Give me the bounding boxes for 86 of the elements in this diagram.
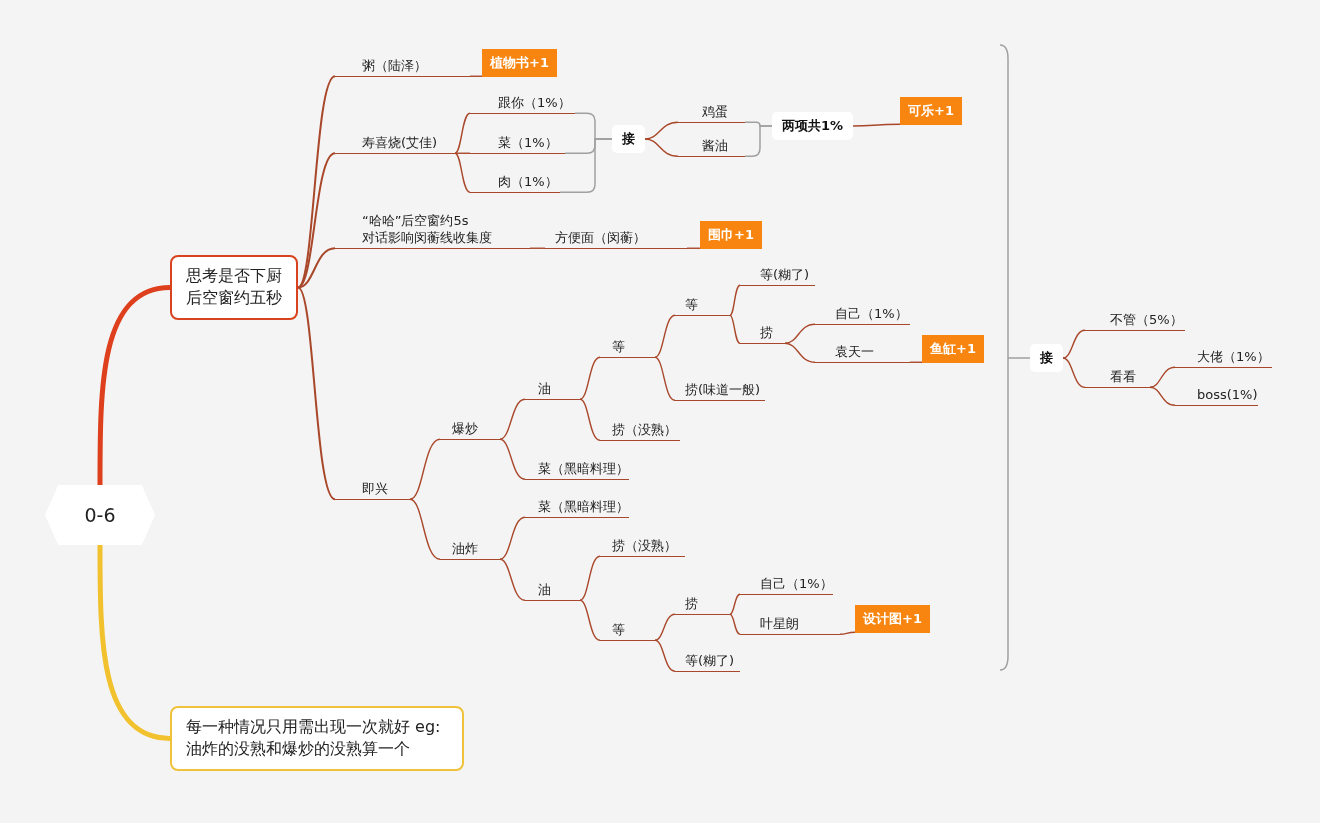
branch-line (297, 286, 336, 501)
branch-line (729, 593, 741, 615)
branch-line (839, 631, 856, 635)
topic-label: 方便面（闵蘅） (545, 229, 687, 249)
branch-line (409, 498, 441, 560)
topic-label: 捞 (675, 595, 730, 615)
topic-box: 思考是否下厨后空窗约五秒 (170, 255, 298, 320)
topic-label: 看看 (1085, 368, 1150, 388)
branch-line (852, 123, 901, 127)
branch-line (654, 613, 676, 641)
topic-label: 等 (675, 296, 730, 316)
topic-label: 鸡蛋 (678, 103, 745, 123)
branch-line (729, 314, 741, 344)
root-topic: 0-6 (45, 485, 155, 545)
topic-label: 肉（1%） (470, 173, 560, 193)
topic-label: 油炸 (440, 540, 500, 560)
branch-line (784, 323, 816, 344)
topic-label: 自己（1%） (815, 305, 910, 325)
topic-label: 等 (600, 338, 655, 358)
topic-label: 等(糊了) (740, 266, 815, 286)
branch-line (409, 438, 441, 500)
branch-line (499, 516, 526, 560)
topic-box: 每一种情况只用需出现一次就好 eg:油炸的没熟和爆炒的没熟算一个 (170, 706, 464, 771)
summary-bracket-line (744, 125, 773, 157)
branch-line (1149, 386, 1176, 406)
topic-label: 大佬（1%） (1175, 348, 1272, 368)
branch-line (454, 152, 471, 154)
topic-label: 跟你（1%） (470, 94, 575, 114)
topic-label: 菜（黑暗料理） (525, 498, 629, 518)
topic-label: 油 (525, 581, 580, 601)
topic-label: 即兴 (335, 480, 410, 500)
topic-label: 爆炒 (440, 420, 500, 440)
topic-label: 酱油 (678, 137, 745, 157)
branch-line (97, 545, 171, 741)
topic-label: 油 (525, 380, 580, 400)
branch-line (454, 152, 471, 193)
summary-bracket-line (559, 138, 613, 193)
topic-label: 粥（陆泽） (335, 57, 470, 77)
branch-line (579, 398, 601, 441)
branch-line (644, 121, 679, 140)
topic-label: “哈哈”后空窗约5s 对话影响闵蘅线收集度 (335, 212, 530, 249)
branch-line (654, 314, 676, 358)
topic-label: 等(糊了) (675, 652, 740, 672)
branch-line (1062, 329, 1086, 359)
branch-line (499, 438, 526, 480)
topic-label: boss(1%) (1175, 386, 1258, 406)
branch-line (729, 284, 741, 316)
branch-line (1062, 357, 1086, 388)
branch-line (499, 558, 526, 601)
branch-line (729, 613, 741, 635)
tag-label: 可乐+1 (900, 97, 962, 125)
branch-line (579, 356, 601, 400)
topic-label: 捞（没熟） (600, 421, 680, 441)
tag-label: 围巾+1 (700, 221, 762, 249)
branch-line (579, 599, 601, 641)
topic-label: 袁天一 (815, 343, 910, 363)
summary-topic: 两项共1% (772, 112, 854, 140)
branch-line (579, 555, 601, 601)
topic-label: 捞 (740, 324, 785, 344)
branch-line (297, 247, 336, 289)
summary-line (1007, 357, 1031, 359)
branch-line (644, 138, 679, 157)
branch-line (297, 75, 336, 289)
topic-label: 菜（黑暗料理） (525, 460, 629, 480)
tag-label: 鱼缸+1 (922, 335, 984, 363)
branch-line (297, 152, 336, 289)
branch-line (454, 112, 471, 154)
branch-line (784, 342, 816, 363)
topic-label: 捞(味道一般) (675, 381, 765, 401)
branch-line (654, 356, 676, 401)
topic-label: 等 (600, 621, 655, 641)
topic-label: 捞（没熟） (600, 537, 685, 557)
branch-line (1149, 366, 1176, 388)
summary-topic: 接 (1030, 344, 1063, 372)
tag-label: 设计图+1 (855, 605, 930, 633)
branch-line (97, 284, 171, 485)
topic-label: 自己（1%） (740, 575, 833, 595)
branch-line (499, 398, 526, 440)
branch-line (529, 247, 546, 249)
topic-label: 叶星朗 (740, 615, 840, 635)
topic-label: 不管（5%） (1085, 311, 1185, 331)
topic-label: 菜（1%） (470, 134, 565, 154)
topic-label: 寿喜烧(艾佳) (335, 134, 455, 154)
tag-label: 植物书+1 (482, 49, 557, 77)
summary-topic: 接 (612, 125, 645, 153)
branch-line (654, 639, 676, 672)
